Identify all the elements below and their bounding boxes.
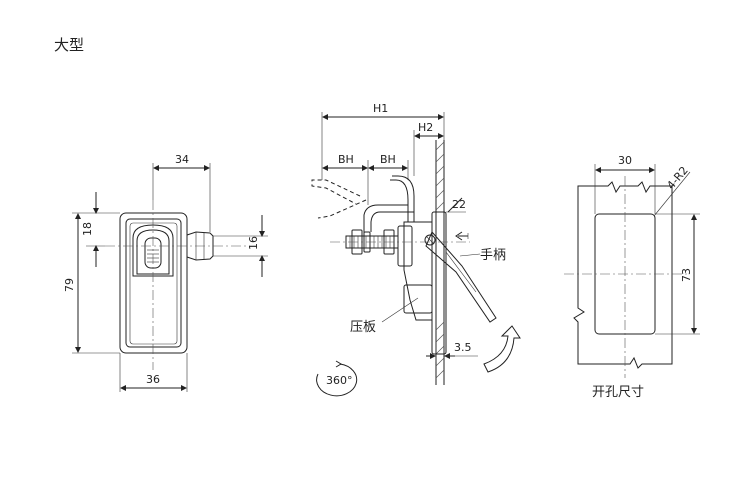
label-rotation: 360° (326, 374, 353, 387)
label-plate: 压板 (350, 320, 376, 335)
drawing-title: 大型 (54, 36, 84, 54)
cutout-caption: 开孔尺寸 (592, 385, 644, 400)
dim-side: 16 (247, 236, 260, 250)
dim-h1: H1 (373, 102, 388, 115)
mounting-plate-outline (573, 181, 673, 369)
dim-h2: H2 (418, 121, 433, 134)
latch-body-inner (125, 218, 182, 348)
dim-width-bottom: 36 (146, 373, 160, 386)
side-view: H1 H2 BH BH 22 手柄 压板 3.5 (311, 102, 521, 397)
front-view: 34 18 79 16 36 (63, 153, 268, 392)
dim-bh-1: BH (338, 153, 354, 166)
dim-cutout-width: 30 (618, 154, 632, 167)
label-handle: 手柄 (480, 248, 506, 263)
pressure-plate (403, 284, 433, 314)
latch-housing (403, 221, 433, 321)
dim-height-total: 79 (63, 278, 76, 292)
dim-bh-2: BH (380, 153, 396, 166)
rotation-arrow-icon (483, 325, 521, 373)
pivot-icon (424, 234, 436, 246)
rotation-360-icon (316, 363, 358, 397)
cutout-view: 30 4-R2 73 开孔尺寸 (564, 154, 700, 400)
dim-cutout-height: 73 (680, 268, 693, 282)
dim-width-top: 34 (175, 153, 189, 166)
latch-body-outline (119, 212, 188, 354)
handle (425, 231, 497, 323)
dim-3-5: 3.5 (454, 341, 472, 354)
dim-height-top: 18 (81, 222, 94, 236)
push-arrow-icon (455, 231, 468, 241)
dim-22: 22 (452, 198, 466, 211)
cam-arm (390, 179, 409, 222)
dim-cutout-radius: 4-R2 (664, 164, 690, 192)
panel-hatch (435, 141, 445, 379)
